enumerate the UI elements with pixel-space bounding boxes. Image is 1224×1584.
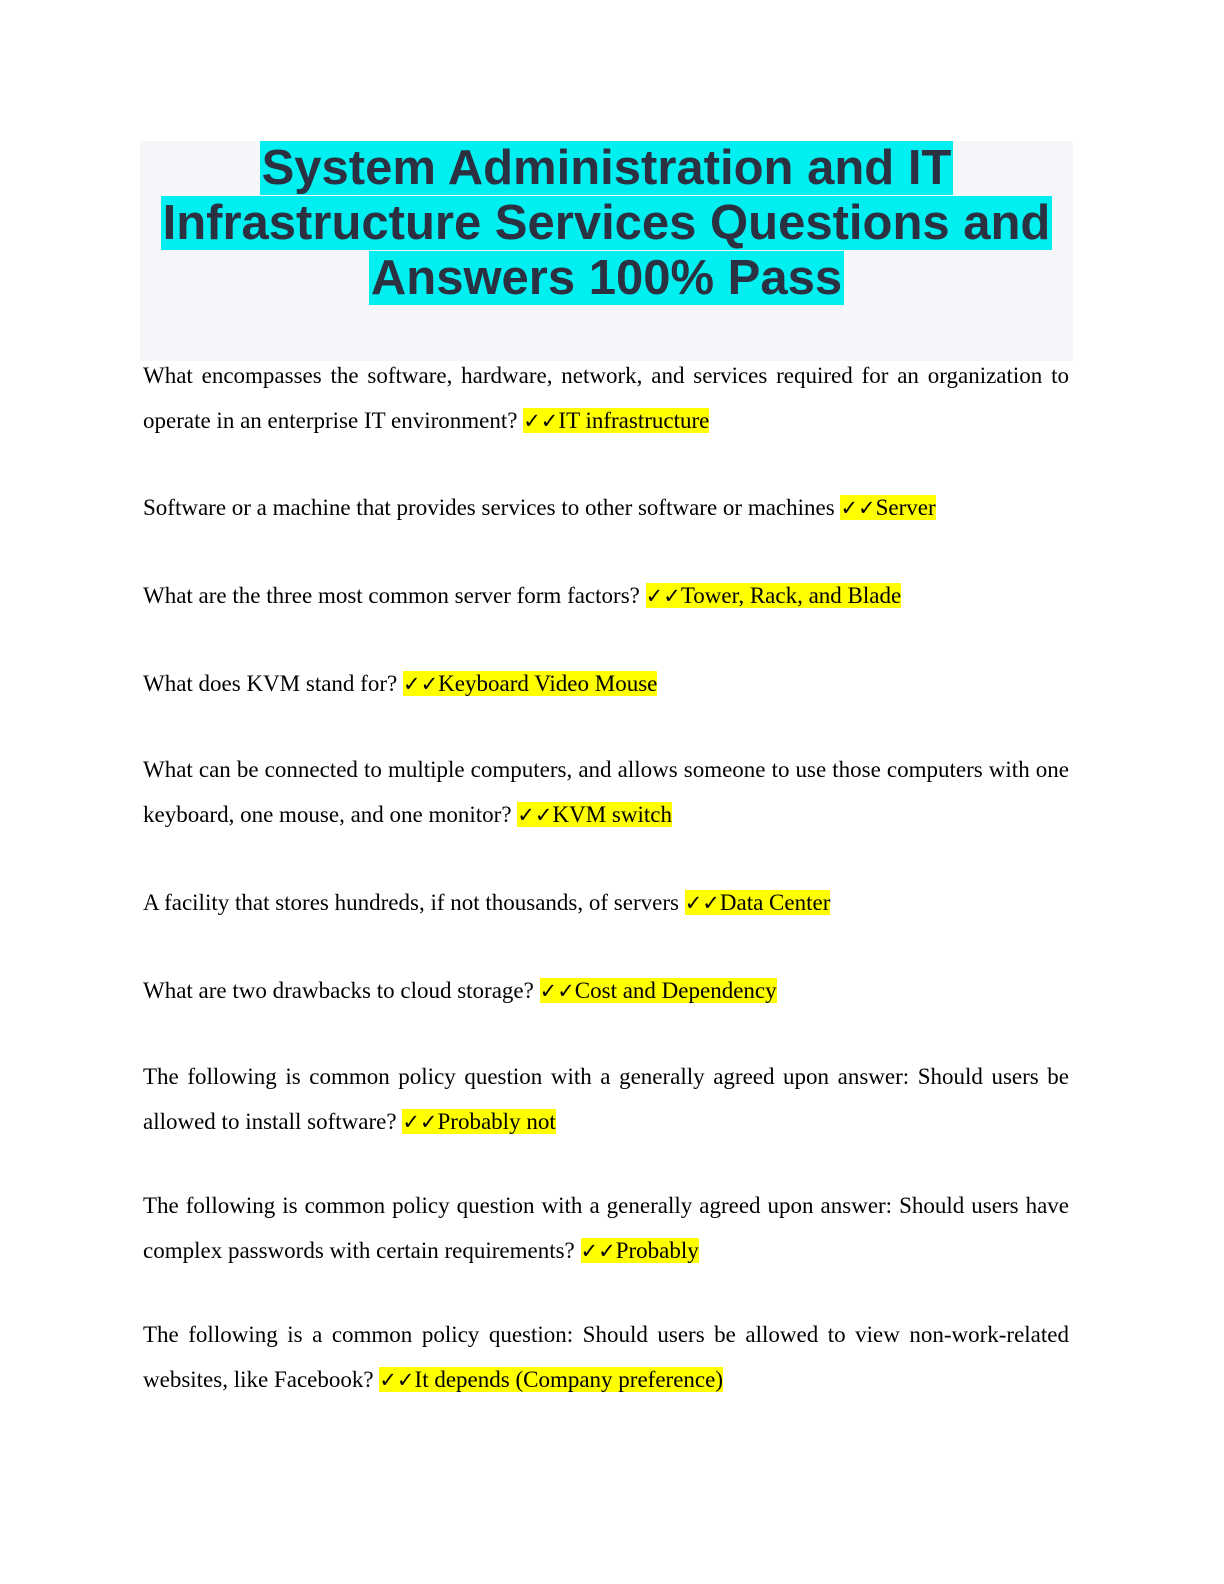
question-text: The following is common policy question … — [143, 1064, 1069, 1134]
answer-text: Probably — [615, 1237, 699, 1263]
question-text: The following is common policy question … — [143, 1193, 1069, 1263]
title-block: System Administration and IT Infrastruct… — [140, 141, 1073, 361]
answer-text: Data Center — [719, 890, 831, 915]
qa-item-10: The following is a common policy questio… — [143, 1313, 1069, 1402]
question-text: The following is a common policy questio… — [143, 1322, 1069, 1392]
check-mark-icon: ✓✓ — [517, 802, 553, 827]
answer-highlight: ✓✓IT infrastructure — [523, 407, 710, 433]
check-mark-icon: ✓✓ — [684, 891, 720, 915]
question-text: What are the three most common server fo… — [143, 583, 646, 608]
title-line-3: Answers 100% Pass — [368, 251, 845, 305]
qa-item-8: The following is common policy question … — [143, 1055, 1069, 1144]
check-mark-icon: ✓✓ — [379, 1367, 415, 1392]
answer-highlight: ✓✓It depends (Company preference) — [379, 1366, 723, 1392]
answer-text: KVM switch — [552, 801, 672, 827]
check-mark-icon: ✓✓ — [539, 979, 575, 1003]
title-line-1: System Administration and IT — [259, 141, 954, 195]
question-text: A facility that stores hundreds, if not … — [143, 890, 685, 915]
qa-item-2: Software or a machine that provides serv… — [143, 486, 1069, 531]
qa-item-7: What are two drawbacks to cloud storage?… — [143, 969, 1069, 1014]
qa-item-6: A facility that stores hundreds, if not … — [143, 881, 1069, 926]
question-text: What encompasses the software, hardware,… — [143, 363, 1069, 433]
question-text: What are two drawbacks to cloud storage? — [143, 978, 540, 1003]
check-mark-icon: ✓✓ — [402, 672, 439, 696]
answer-highlight: ✓✓Probably not — [402, 1108, 556, 1134]
answer-text: Cost and Dependency — [574, 978, 777, 1003]
question-text: What does KVM stand for? — [143, 671, 403, 696]
answer-text: It depends (Company preference) — [414, 1366, 723, 1392]
qa-item-9: The following is common policy question … — [143, 1184, 1069, 1273]
answer-text: IT infrastructure — [558, 407, 710, 433]
answer-highlight: ✓✓Keyboard Video Mouse — [402, 671, 658, 696]
check-mark-icon: ✓✓ — [645, 584, 681, 608]
answer-highlight: ✓✓Cost and Dependency — [539, 978, 777, 1003]
answer-text: Keyboard Video Mouse — [438, 671, 658, 696]
qa-item-1: What encompasses the software, hardware,… — [143, 354, 1069, 443]
qa-item-5: What can be connected to multiple comput… — [143, 748, 1069, 837]
title-line-2: Infrastructure Services Questions and — [160, 196, 1053, 250]
check-mark-icon: ✓✓ — [523, 408, 559, 433]
qa-item-4: What does KVM stand for? ✓✓Keyboard Vide… — [143, 662, 1069, 707]
check-mark-icon: ✓✓ — [840, 496, 876, 520]
answer-highlight: ✓✓KVM switch — [517, 801, 672, 827]
question-text: Software or a machine that provides serv… — [143, 495, 841, 520]
answer-highlight: ✓✓Server — [840, 495, 936, 520]
answer-text: Probably not — [437, 1108, 556, 1134]
check-mark-icon: ✓✓ — [402, 1109, 438, 1134]
question-text: What can be connected to multiple comput… — [143, 757, 1069, 827]
answer-highlight: ✓✓Data Center — [684, 890, 831, 915]
check-mark-icon: ✓✓ — [580, 1238, 616, 1263]
answer-text: Tower, Rack, and Blade — [680, 583, 902, 608]
answer-highlight: ✓✓Probably — [580, 1237, 699, 1263]
answer-text: Server — [875, 495, 936, 520]
qa-item-3: What are the three most common server fo… — [143, 574, 1069, 619]
answer-highlight: ✓✓Tower, Rack, and Blade — [645, 583, 902, 608]
